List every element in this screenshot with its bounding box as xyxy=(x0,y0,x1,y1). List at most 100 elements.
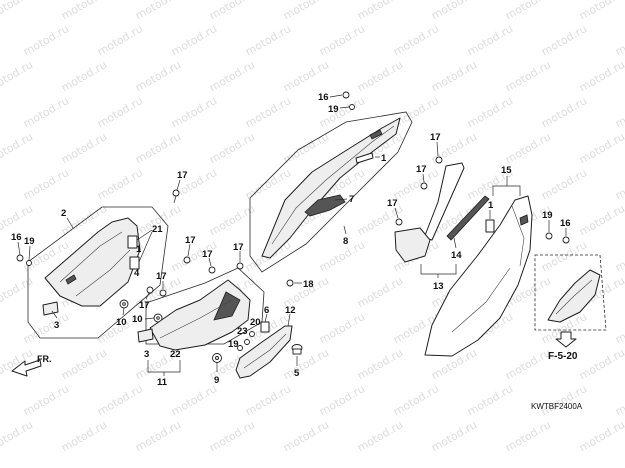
side-cover-panel-left xyxy=(44,217,141,307)
group-frame-8 xyxy=(249,111,413,273)
leader-line xyxy=(334,198,348,201)
callout-label: 6 xyxy=(264,305,269,316)
watermark-text: motod.ru xyxy=(133,418,183,454)
watermark-text: motod.ru xyxy=(391,22,441,58)
washer-19 xyxy=(545,232,553,240)
callout-label: 19 xyxy=(328,104,339,115)
callout-label: 11 xyxy=(157,377,168,388)
leader-line xyxy=(208,257,212,267)
front-arrow-icon xyxy=(11,359,42,377)
watermark-text: motod.ru xyxy=(613,94,625,130)
watermark-text: motod.ru xyxy=(355,0,405,23)
fastener-group: 17 17 17 17 17 17 10 10 xyxy=(116,170,244,328)
watermark-text: motod.ru xyxy=(613,382,625,418)
watermark-text: motod.ru xyxy=(21,94,71,130)
lower-panel-group: 3 22 11 18 6 12 20 23 19 9 5 xyxy=(137,267,314,388)
panel-edge-line xyxy=(511,205,525,267)
watermark-text: motod.ru xyxy=(317,382,367,418)
reference-label[interactable]: F-5-20 xyxy=(548,351,578,362)
callout-label: 8 xyxy=(343,236,348,247)
watermark-text: motod.ru xyxy=(243,382,293,418)
watermark-text: motod.ru xyxy=(429,418,479,454)
callout-label: 10 xyxy=(116,317,127,328)
screw-17 xyxy=(435,156,443,164)
trim-part-7 xyxy=(304,194,346,217)
watermark-text: motod.ru xyxy=(95,94,145,130)
clip-part-1 xyxy=(127,235,138,249)
collar-part-6 xyxy=(260,321,270,333)
bolt-16 xyxy=(342,91,350,99)
panel-mount-slot xyxy=(519,214,529,226)
watermark-text: motod.ru xyxy=(577,130,625,166)
watermark-text: motod.ru xyxy=(95,382,145,418)
bolt-20 xyxy=(249,331,255,337)
leader-line xyxy=(339,106,350,109)
watermark-text: motod.ru xyxy=(613,310,625,346)
washer-19 xyxy=(26,260,32,266)
watermark-text: motod.ru xyxy=(169,94,219,130)
callout-label: 3 xyxy=(144,349,149,360)
leader-line xyxy=(422,173,425,183)
screw-shank xyxy=(173,195,177,204)
leader-line xyxy=(122,307,125,316)
clip-part-4 xyxy=(129,256,140,270)
watermark-text: motod.ru xyxy=(281,346,331,382)
down-arrow-icon xyxy=(555,331,577,348)
rubber-strip-14 xyxy=(446,195,490,241)
callout-label: 16 xyxy=(11,232,22,243)
panel-mount-slot xyxy=(369,129,383,140)
watermark-text: motod.ru xyxy=(539,238,589,274)
panel-edge-line xyxy=(59,231,123,283)
center-panel-group: 16 19 1 7 8 xyxy=(249,91,413,273)
callout-label: 19 xyxy=(24,236,35,247)
watermark-text: motod.ru xyxy=(355,418,405,454)
watermark-text: motod.ru xyxy=(355,274,405,310)
callout-label: 15 xyxy=(501,165,512,176)
panel-mount-slot xyxy=(65,274,77,285)
watermark-text: motod.ru xyxy=(133,58,183,94)
callout-label: 14 xyxy=(451,250,462,261)
callout-label: 2 xyxy=(61,208,66,219)
callout-label: 21 xyxy=(152,224,163,235)
callout-label: 13 xyxy=(433,281,444,292)
callout-label: 17 xyxy=(233,242,244,253)
screw-17 xyxy=(395,218,403,226)
panel-edge-line xyxy=(243,333,287,369)
leader-line xyxy=(51,310,58,319)
callout-label: 17 xyxy=(156,271,167,282)
collar-23 xyxy=(244,339,250,345)
screw-18 xyxy=(286,279,294,287)
panel-cutout xyxy=(213,291,241,321)
callout-label: 17 xyxy=(202,249,213,260)
callout-label: 4 xyxy=(134,268,140,279)
callout-label: 16 xyxy=(560,218,571,229)
callout-label: 3 xyxy=(54,320,59,331)
watermark-text: motod.ru xyxy=(59,346,109,382)
bracket-13 xyxy=(420,264,457,275)
watermark-text: motod.ru xyxy=(465,382,515,418)
watermark-text: motod.ru xyxy=(539,166,589,202)
left-panel-group: 16 19 2 21 1 4 3 xyxy=(11,206,169,339)
panel-edge-line xyxy=(159,299,233,339)
leader-line xyxy=(453,237,457,249)
grommet-part-3 xyxy=(42,301,59,316)
washer-19 xyxy=(349,104,355,110)
front-direction-indicator: FR. xyxy=(11,354,52,377)
clip-part-1 xyxy=(355,152,374,164)
watermark-text: motod.ru xyxy=(281,418,331,454)
bolt-16 xyxy=(562,236,570,244)
callout-label: 7 xyxy=(349,194,354,205)
direction-label: FR. xyxy=(37,354,52,364)
group-frame-2 xyxy=(27,206,169,339)
watermark-text: motod.ru xyxy=(207,58,257,94)
leader-line xyxy=(138,231,153,263)
lower-cover-panel-12 xyxy=(235,325,293,379)
bolt-16 xyxy=(16,254,24,262)
callout-label: 17 xyxy=(430,132,441,143)
washer-9-hole xyxy=(215,356,219,360)
leader-line xyxy=(329,94,343,98)
callout-label: 1 xyxy=(136,244,142,255)
stay-bracket-13 xyxy=(423,162,465,241)
leader-line xyxy=(436,141,439,157)
screw-17 xyxy=(172,189,180,197)
